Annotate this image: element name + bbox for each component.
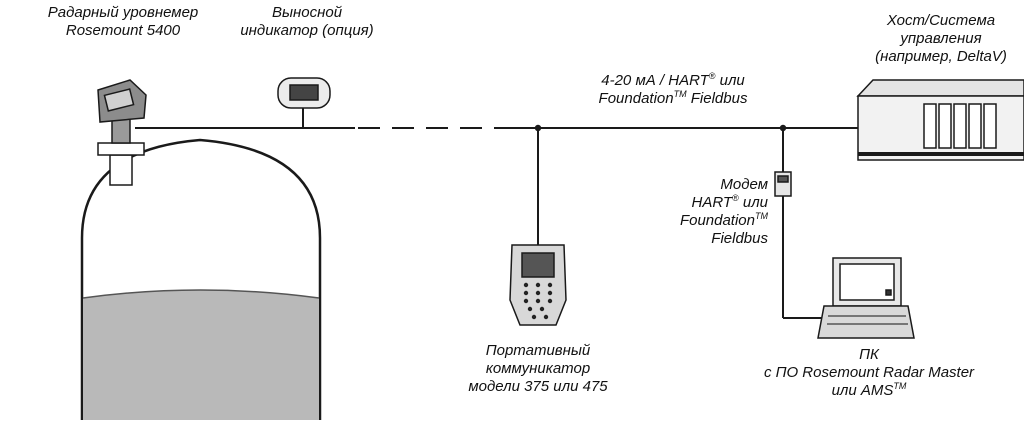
pc-label-line3: или AMSTM [831,381,907,400]
bus-junction-modem [779,124,787,132]
modem-label-line1: Модем [720,176,768,193]
signal-label-line1: 4-20 мА / HART® или [601,71,745,90]
cabinet-modules [923,103,997,149]
modem-and-pc-icons [774,124,915,339]
communicator-label-line1: Портативный [485,342,591,359]
handheld-communicator-icon [509,124,567,326]
remote-display-label: Выносной индикатор (опция) [222,4,392,40]
host-label-line1: Хост/Система [886,12,996,29]
cabinet-stripe [858,152,1024,156]
remote-display-label-line1: Выносной [271,4,343,21]
communicator-label-line2: коммуникатор [485,360,591,377]
gauge-flange [97,142,145,156]
laptop-screen-marker [885,289,892,296]
laptop-screen [839,263,895,301]
radar-gauge-label-line2: Rosemount 5400 [65,22,181,39]
display-screen [289,84,319,101]
host-system-icon [856,79,1024,161]
modem-display [777,175,789,183]
gauge-cover [103,88,135,112]
tank-nozzle [109,154,133,186]
liquid-surface [82,289,320,299]
communicator-label-line3: модели 375 или 475 [468,378,608,395]
radar-gauge-label-line1: Радарный уровнемер [47,4,199,21]
host-label-line3: (например, DeltaV) [875,48,1007,65]
signal-label-line2: FoundationTM Fieldbus [598,89,748,108]
bus-junction-communicator [534,124,542,132]
radar-gauge-icon [97,79,147,186]
modem-label-line4: Fieldbus [711,230,768,247]
communicator-label: Портативный коммуникатор модели 375 или … [430,342,646,396]
pc-label-line2: с ПО Rosemount Radar Master [763,364,975,381]
radar-gauge-label: Радарный уровнемер Rosemount 5400 [0,4,246,40]
tank-liquid [83,290,319,420]
cabinet-top [856,79,1024,97]
host-label: Хост/Система управления (например, Delta… [858,12,1024,66]
remote-display-icon [277,77,331,128]
modem-label-line3: FoundationTM [679,211,768,230]
tank [80,138,322,420]
communicator-keypad [523,282,553,320]
laptop-base [817,305,915,339]
modem-label: Модем HART® или FoundationTM Fieldbus [640,176,768,248]
gauge-neck [111,117,131,144]
communicator-screen [521,252,555,278]
remote-display-label-line2: индикатор (опция) [240,22,374,39]
host-label-line2: управления [900,30,982,47]
pc-label: ПК с ПО Rosemount Radar Master или AMSTM [734,346,1004,400]
modem-label-line2: HART® или [691,193,768,212]
pc-label-line1: ПК [859,346,879,363]
signal-label: 4-20 мА / HART® или FoundationTM Fieldbu… [568,72,778,108]
